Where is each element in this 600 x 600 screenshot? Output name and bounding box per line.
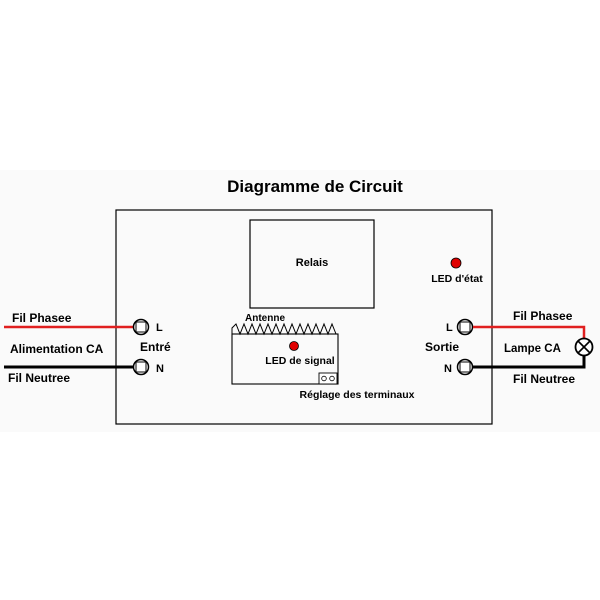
screw-terminal-icon xyxy=(132,358,150,376)
neutral-wire-right-label: Fil Neutree xyxy=(513,372,575,386)
ac-lamp-label: Lampe CA xyxy=(504,343,561,355)
screw-terminal-icon xyxy=(132,318,150,336)
terminal-n-right xyxy=(456,358,474,376)
relay-label: Relais xyxy=(296,257,328,269)
screw-slot-icon xyxy=(135,321,147,333)
adjust-screw-icon xyxy=(329,375,335,382)
screw-terminal-icon xyxy=(456,318,474,336)
terminal-n-left-label: N xyxy=(156,363,164,375)
screw-terminal-icon xyxy=(456,358,474,376)
neutral-wire-right xyxy=(473,356,586,369)
screw-slot-icon xyxy=(135,361,147,373)
diagram-title: Diagramme de Circuit xyxy=(227,177,403,196)
terminal-l-right-label: L xyxy=(446,322,453,334)
antenna-coil-icon xyxy=(231,322,337,336)
terminal-n-left xyxy=(132,358,150,376)
terminal-l-left-label: L xyxy=(156,322,163,334)
status-led-label: LED d'état xyxy=(431,273,483,285)
status-led-icon xyxy=(450,257,462,269)
terminal-l-right xyxy=(456,318,474,336)
adjust-screw-icon xyxy=(321,375,327,382)
terminal-adjust-label: Réglage des terminaux xyxy=(300,389,415,401)
screw-slot-icon xyxy=(459,321,471,333)
terminal-n-right-label: N xyxy=(444,363,452,375)
diagram-band xyxy=(0,170,600,432)
receiver-module xyxy=(231,333,339,385)
phase-wire-right-label: Fil Phasee xyxy=(513,309,573,323)
relay-box xyxy=(249,219,375,309)
input-label: Entré xyxy=(140,340,171,354)
neutral-wire-left-label: Fil Neutree xyxy=(8,371,70,385)
terminal-adjust-block xyxy=(318,372,338,385)
output-label: Sortie xyxy=(425,340,459,354)
phase-wire-right xyxy=(473,325,586,338)
screw-slot-icon xyxy=(459,361,471,373)
signal-led-label: LED de signal xyxy=(265,355,335,367)
phase-wire-left-label: Fil Phasee xyxy=(12,311,72,325)
signal-led-icon xyxy=(289,341,299,351)
lamp-icon xyxy=(574,337,594,357)
terminal-l-left xyxy=(132,318,150,336)
ac-supply-label: Alimentation CA xyxy=(10,342,104,356)
controller-board xyxy=(115,209,493,425)
antenna-label: Antenne xyxy=(245,313,285,324)
